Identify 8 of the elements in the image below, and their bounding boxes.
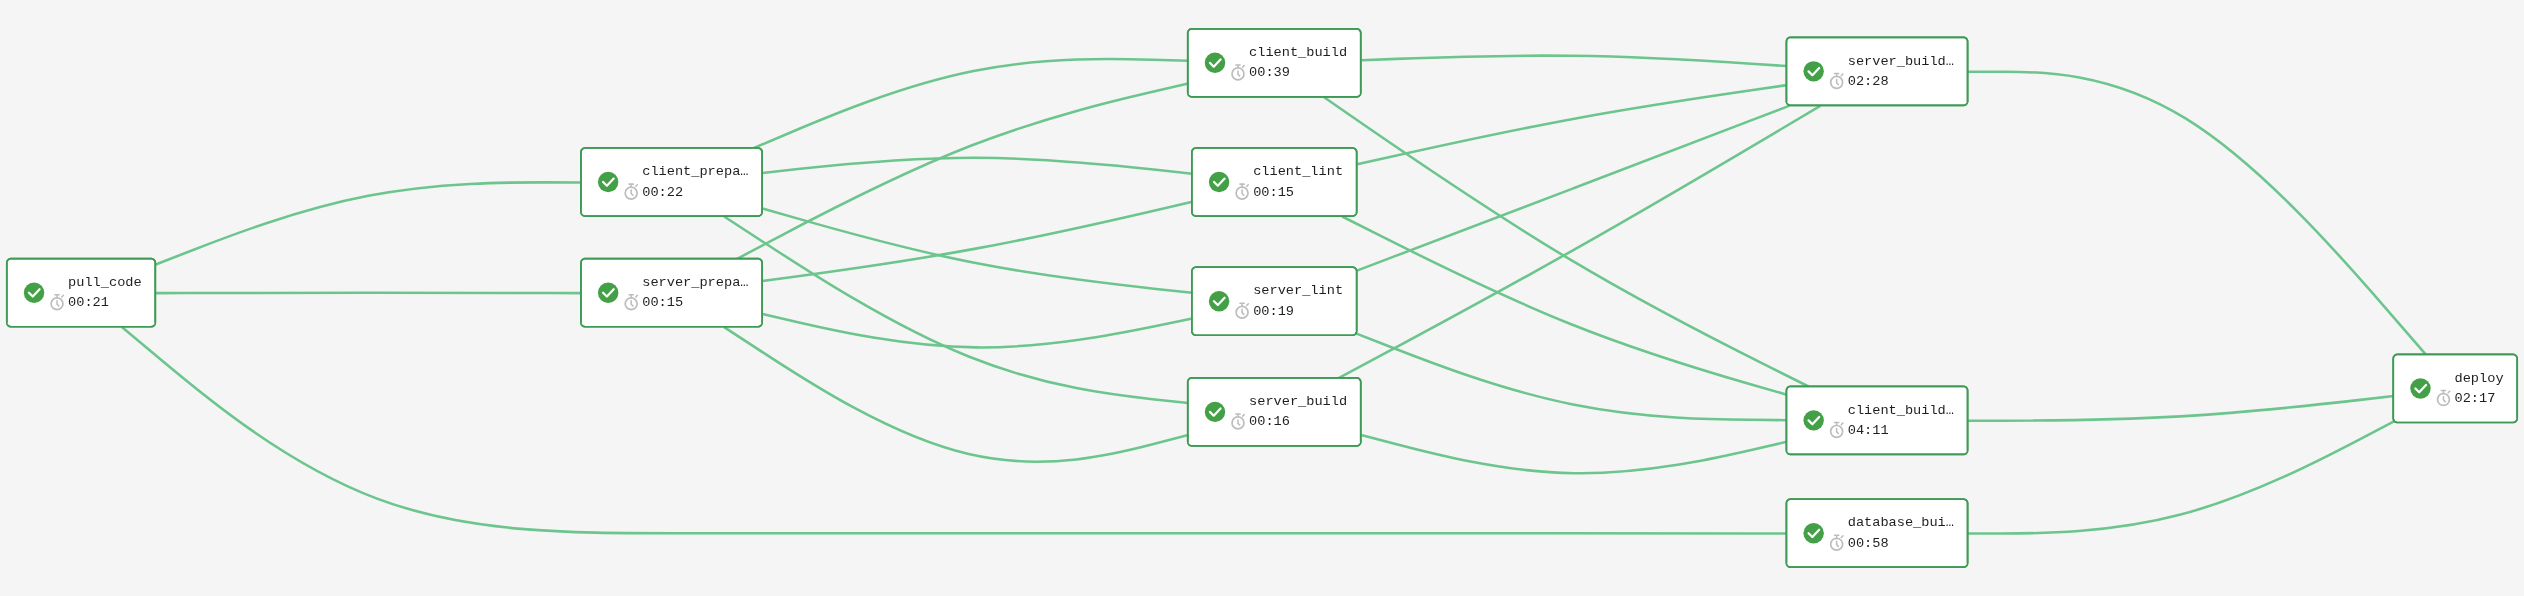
connector [1968, 394, 2394, 423]
connector [1968, 420, 2396, 535]
connector [1356, 104, 1791, 272]
connector [1361, 54, 1787, 68]
connector [1356, 332, 1787, 422]
connector [1356, 83, 1787, 166]
connector [1968, 70, 2428, 356]
connector [121, 326, 1787, 535]
